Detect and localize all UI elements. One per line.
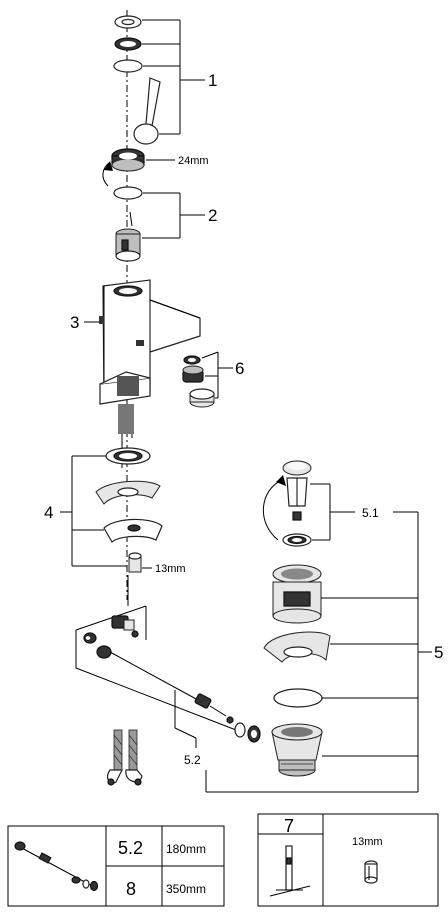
callout-2: 2 [208,206,217,225]
fixing-set [95,447,163,606]
rod-linkage [75,605,261,743]
table-left-row2-code: 8 [126,879,136,899]
hose-rod-thumbnail [14,841,99,892]
waste-assembly [263,564,331,777]
retaining-nut [102,148,145,187]
callout-1: 1 [208,71,217,90]
callout-6-leader [201,351,233,399]
callout-4: 4 [44,503,53,522]
callout-6: 6 [235,359,244,378]
callout-4-leader [60,455,127,567]
callout-2-leader [142,192,205,239]
handle-lever [133,77,161,145]
cartridge-set [113,186,143,262]
popup-plug [263,460,312,547]
callout-5-leader [321,512,432,792]
supply-hoses [106,729,143,786]
aerator-set [182,355,215,408]
table-left [7,825,225,907]
table-right [257,813,439,907]
t-wrench-tool [269,845,311,897]
callout-5-1: 5.1 [362,506,379,520]
table-left-row1-length: 180mm [166,842,206,856]
table-right-code: 7 [284,816,294,836]
mounting-plate [99,371,151,468]
table-right-hex: 13mm [352,836,383,848]
cap-seal-set [113,15,143,73]
table-left-row1-code: 5.2 [118,838,143,858]
dim-13mm: 13mm [155,563,186,575]
table-left-row2-length: 350mm [166,882,206,896]
hex-socket-icon [364,860,378,884]
callout-1-leader [142,19,205,135]
callout-5-2-leader [174,690,418,793]
callout-3: 3 [70,313,79,332]
callout-5: 5 [434,643,443,662]
callout-5-1-leader [310,483,418,541]
callout-5-2: 5.2 [184,753,201,767]
dim-24mm: 24mm [178,155,209,167]
